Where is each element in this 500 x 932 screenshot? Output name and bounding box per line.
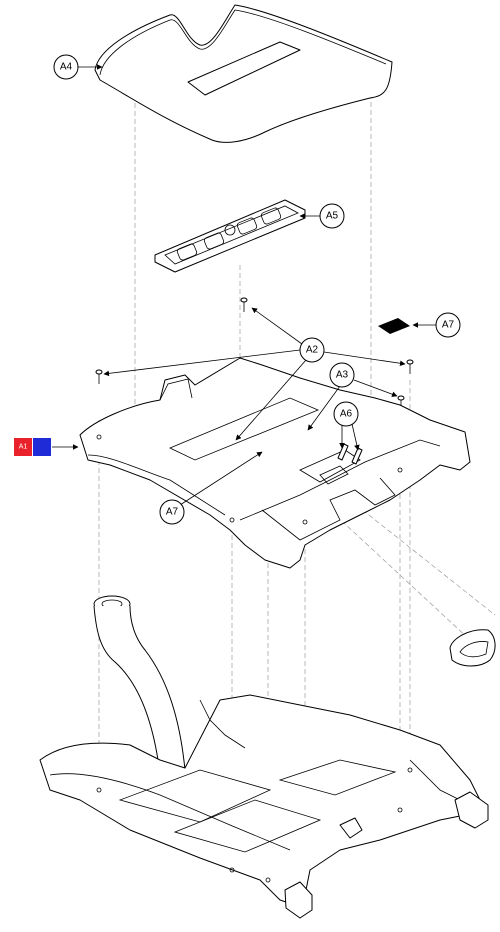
svg-text:A7: A7: [166, 507, 179, 518]
detached-clip: [449, 629, 496, 667]
badge-blue-segment: [33, 438, 51, 456]
seat-frame: [39, 694, 489, 919]
seat-base-shroud: [79, 357, 471, 569]
svg-text:A7: A7: [442, 320, 455, 331]
badge-red-segment: [14, 438, 32, 456]
callout-a7-bottom: A7: [159, 499, 185, 525]
leader-lines: [52, 64, 436, 506]
callout-a7-top: A7: [435, 312, 461, 338]
decal-top: [378, 318, 410, 334]
clips-a6: [337, 443, 363, 465]
callout-a3: A3: [329, 362, 355, 388]
seat-cushion-pad: [94, 4, 393, 143]
svg-text:A6: A6: [340, 409, 353, 420]
badge-label: A1: [19, 444, 28, 451]
svg-text:A3: A3: [336, 370, 349, 381]
control-panel: [154, 199, 306, 273]
callout-a6: A6: [333, 401, 359, 427]
callout-a5: A5: [319, 203, 345, 229]
svg-text:A2: A2: [306, 345, 319, 356]
callout-a4: A4: [53, 54, 79, 80]
svg-text:A5: A5: [326, 211, 339, 222]
seat-post: [93, 595, 186, 771]
callout-a2: A2: [299, 337, 325, 363]
a1-color-badge: A1: [14, 438, 51, 456]
svg-text:A4: A4: [60, 62, 73, 73]
